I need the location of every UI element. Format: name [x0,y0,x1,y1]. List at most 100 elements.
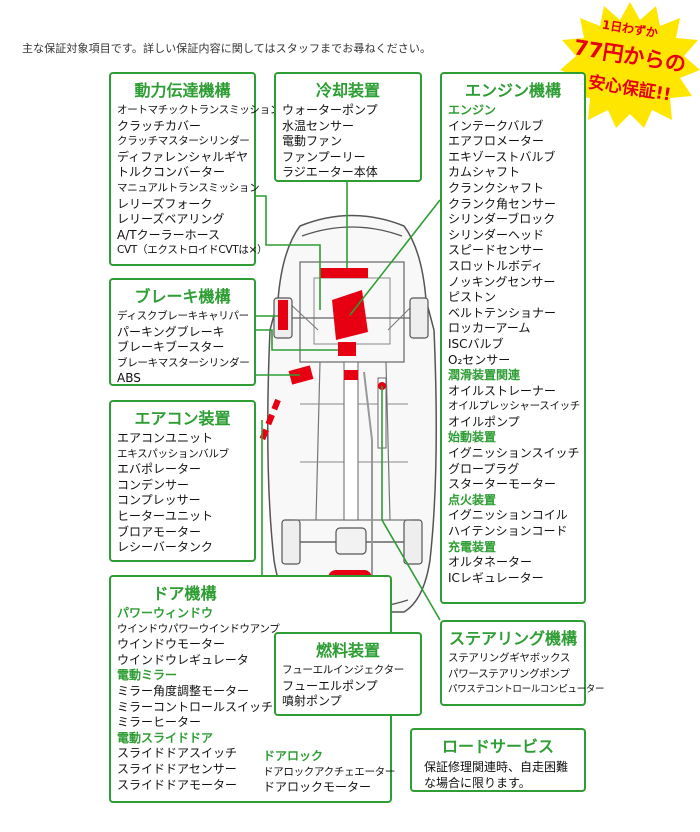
list-item: スライドドアモーター [117,777,238,792]
drivetrain-title: 動力伝達機構 [134,81,231,100]
engine-sub-lube: 潤滑装置関連 [448,368,521,383]
engine-sub-start: 始動装置 [448,430,497,445]
list-item: クラッチカバー [117,118,202,133]
door-title: ドア機構 [152,584,217,603]
list-item: レリーズベアリング [117,212,225,227]
road-service-title: ロードサービス [441,737,554,756]
list-item: イグニッションコイル [448,508,568,523]
engine-sub-charge: 充電装置 [448,539,497,554]
door-lock-group: ドアロック ドアロックアクチェエーター ドアロックモーター [257,749,395,796]
engine-sub-engine: エンジン [448,103,497,117]
charge-list: オルタネーター ICレギュレーター [442,555,584,586]
list-item: ミラーコントロールスイッチ [117,699,274,714]
road-service-text-2: な場合に限ります。 [424,776,531,790]
list-item: エバポレーター [117,462,202,477]
list-item: ハイテンションコード [448,524,568,539]
window-list: ウインドウパワーウインドウアンプ ウインドウモーター ウインドウレギュレータ [111,622,390,669]
door-sub-lock: ドアロック [263,749,324,763]
fuel-box: 燃料装置 フューエルインジェクター フューエルポンプ 噴射ポンプ [274,632,422,716]
list-item: ディファレンシャルギヤ [117,149,249,164]
list-item: ドアロックアクチェエーター [263,765,396,778]
list-item: エアコンユニット [117,431,214,445]
list-item: ブレーキマスターシリンダー [117,356,250,369]
list-item: スターターモーター [448,477,557,492]
door-sub-window: パワーウィンドウ [117,606,214,620]
cooling-title: 冷却装置 [315,81,380,100]
door-sub-mirror: 電動ミラー [117,668,178,683]
list-item: ドアロックモーター [263,780,372,795]
list-item: ICレギュレーター [448,570,544,585]
list-item: オルタネーター [448,555,533,570]
brake-box: ブレーキ機構 ディスクブレーキキャリパー パーキングブレーキ ブレーキブースター… [109,278,256,386]
list-item: レシーバータンク [117,540,213,555]
cooling-box: 冷却装置 ウォーターポンプ 水温センサー 電動ファン ファンプーリー ラジエータ… [274,72,422,182]
list-item: スピードセンサー [448,243,545,258]
list-item: 噴射ポンプ [282,694,342,709]
list-item: ウインドウレギュレータ [117,652,249,667]
brake-list: ディスクブレーキキャリパー パーキングブレーキ ブレーキブースター ブレーキマス… [111,309,254,387]
list-item: ファンプーリー [282,149,366,164]
list-item: コンデンサー [117,477,190,492]
start-list: イグニッションスイッチ グロープラグ スターターモーター [442,446,584,493]
brake-title: ブレーキ機構 [134,287,231,306]
list-item: 水温センサー [282,118,355,133]
road-service-text-1: 保証修理関連時、自走困難 [424,760,569,774]
list-item: CVT（エクストロイドCVTは×） [117,244,268,257]
list-item: ABS [117,371,141,386]
list-item: レリーズフォーク [117,196,213,211]
list-item: フューエルインジェクター [282,664,404,676]
list-item: オイルプレッシャースイッチ [448,400,581,413]
list-item: フューエルポンプ [282,678,378,693]
list-item: オイルストレーナー [448,383,557,398]
aircon-title: エアコン装置 [134,409,231,428]
list-item: パワーステアリングポンプ [448,667,570,680]
intro-text: 主な保証対象項目です。詳しい保証内容に関してはスタッフまでお尋ねください。 [22,42,432,55]
list-item: ロッカーアーム [448,321,531,336]
lube-list: オイルストレーナー オイルプレッシャースイッチ オイルポンプ [442,384,584,431]
list-item: クランクシャフト [448,180,545,195]
cooling-list: ウォーターポンプ 水温センサー 電動ファン ファンプーリー ラジエーター本体 [276,103,420,181]
list-item: A/Tクーラーホース [117,227,220,242]
list-item: シリンダーブロック [448,212,556,227]
fuel-list: フューエルインジェクター フューエルポンプ 噴射ポンプ [276,663,420,710]
list-item: ミラーヒーター [117,715,202,730]
list-item: ヒーターユニット [117,508,214,523]
list-item: ウインドウパワーウインドウアンプ [117,622,280,635]
list-item: エアフロメーター [448,134,545,149]
road-service-box: ロードサービス 保証修理関連時、自走困難 な場合に限ります。 [410,728,586,792]
list-item: トルクコンバーター [117,165,226,180]
door-sub-slide: 電動スライドドア [117,730,214,745]
aircon-list: エアコンユニット エキスパッションバルブ エバポレーター コンデンサー コンプレ… [111,431,254,556]
slide-list: スライドドアスイッチ スライドドアセンサー スライドドアモーター [111,746,390,793]
list-item: ウインドウモーター [117,637,226,652]
list-item: ブレーキブースター [117,340,225,355]
list-item: クラッチマスターシリンダー [117,135,250,148]
list-item: グロープラグ [448,461,520,476]
engine-box: エンジン機構 エンジン インテークバルブ エアフロメーター エキゾーストバルブ … [440,72,586,604]
list-item: ラジエーター本体 [282,165,378,180]
engine-sub-ignition: 点火装置 [448,492,497,507]
list-item: マニュアルトランスミッション [117,181,260,194]
list-item: ベルトテンショナー [448,305,557,320]
lock-list: ドアロックアクチェエーター ドアロックモーター [257,765,395,796]
mirror-list: ミラー角度調整モーター ミラーコントロールスイッチ ミラーヒーター [111,684,390,731]
list-item: クランク角センサー [448,196,557,211]
list-item: オートマチックトランスミッション [117,104,280,116]
steering-title: ステアリング機構 [448,629,577,648]
list-item: インテークバルブ [448,118,544,133]
list-item: ISCバルブ [448,336,504,351]
list-item: O₂センサー [448,352,511,367]
list-item: エキスパッションバルブ [117,447,229,460]
list-item: パーキングブレーキ [117,324,225,339]
drivetrain-list: オートマチックトランスミッション クラッチカバー クラッチマスターシリンダー デ… [111,103,280,259]
list-item: エキゾーストバルブ [448,149,556,164]
list-item: ステアリングギヤボックス [448,652,571,664]
steering-list: ステアリングギヤボックス パワーステアリングポンプ パワステコントロールコンピュ… [442,651,605,698]
list-item: 電動ファン [282,134,343,149]
list-item: ディスクブレーキキャリパー [117,310,249,322]
list-item: ウォーターポンプ [282,103,378,117]
drivetrain-box: 動力伝達機構 オートマチックトランスミッション クラッチカバー クラッチマスター… [109,72,280,266]
list-item: イグニッションスイッチ [448,446,580,461]
list-item: スライドドアスイッチ [117,746,238,761]
promo-badge: 1日わずか 77円からの 安心保証!! [560,0,700,130]
